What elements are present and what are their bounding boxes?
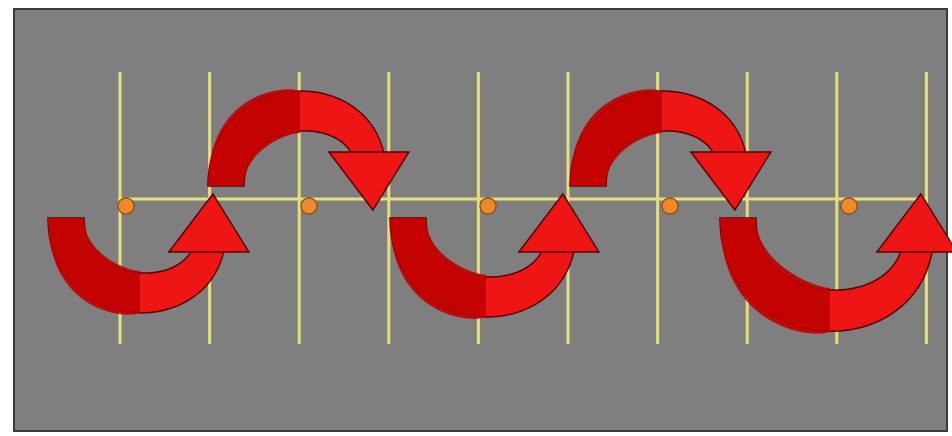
axis-node	[841, 198, 857, 214]
diagram-background	[15, 10, 946, 430]
axis-node	[480, 198, 496, 214]
axis-node	[662, 198, 678, 214]
axis-node	[301, 198, 317, 214]
axis-node	[118, 198, 134, 214]
